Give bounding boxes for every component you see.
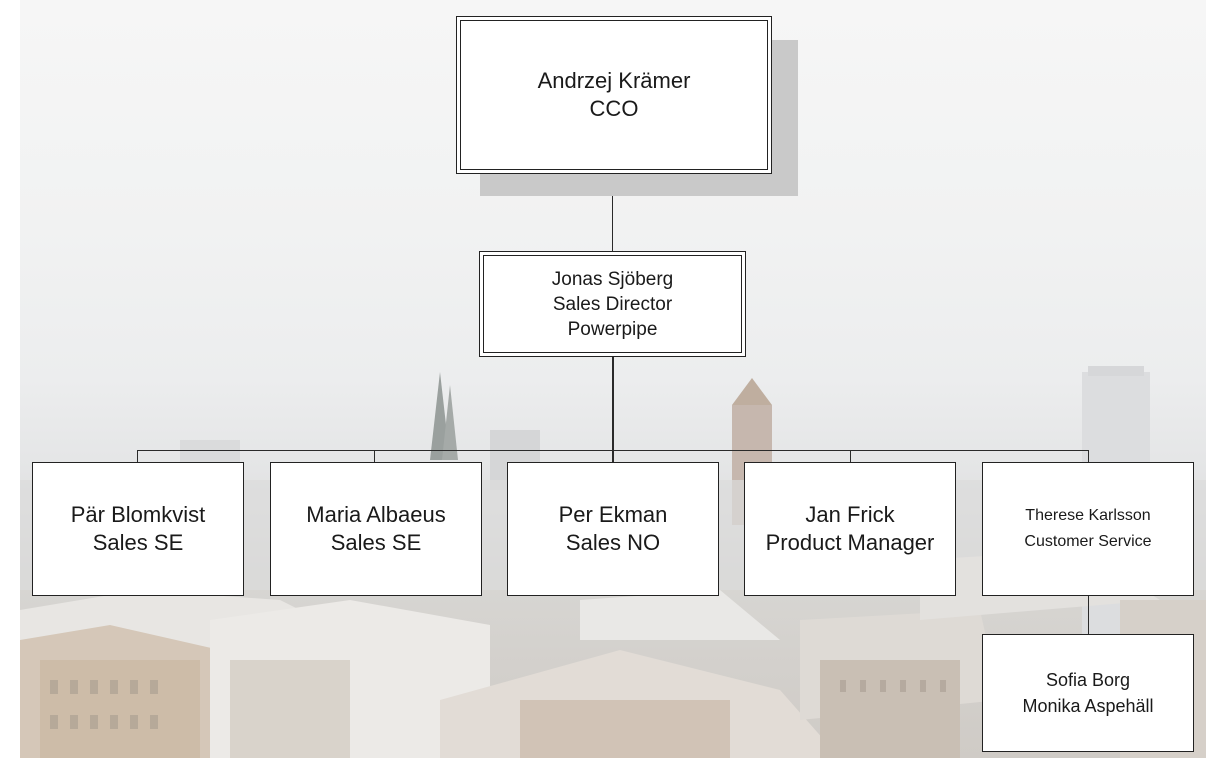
node-title: CCO bbox=[589, 96, 639, 121]
org-node-cco: Andrzej Krämer CCO bbox=[456, 16, 772, 174]
node-title: Sales Director bbox=[552, 293, 673, 315]
node-title: Sales SE bbox=[92, 530, 184, 555]
org-node-report: Maria Albaeus Sales SE bbox=[270, 462, 482, 596]
connector-drop-5 bbox=[1088, 450, 1089, 462]
node-title: Sales NO bbox=[565, 530, 661, 555]
connector-karlsson-subteam bbox=[1088, 596, 1089, 634]
node-name: Therese Karlsson bbox=[1025, 507, 1151, 524]
node-title: Customer Service bbox=[1024, 533, 1152, 550]
node-name: Pär Blomkvist bbox=[70, 502, 206, 527]
connector-root-director bbox=[612, 174, 613, 252]
org-node-report: Pär Blomkvist Sales SE bbox=[32, 462, 244, 596]
connector-director-bus bbox=[612, 356, 614, 462]
team-member: Monika Aspehäll bbox=[1022, 696, 1154, 716]
node-name: Jonas Sjöberg bbox=[551, 268, 674, 290]
node-title: Product Manager bbox=[765, 530, 935, 555]
org-node-report: Therese Karlsson Customer Service bbox=[982, 462, 1194, 596]
team-member: Sofia Borg bbox=[1045, 670, 1131, 690]
node-name: Jan Frick bbox=[805, 502, 895, 527]
left-margin bbox=[0, 0, 20, 758]
connector-drop-4 bbox=[850, 450, 851, 462]
org-node-subteam: Sofia Borg Monika Aspehäll bbox=[982, 634, 1194, 752]
org-node-sales-director: Jonas Sjöberg Sales Director Powerpipe bbox=[479, 251, 746, 357]
org-node-report: Per Ekman Sales NO bbox=[507, 462, 719, 596]
connector-drop-2 bbox=[374, 450, 375, 462]
node-name: Per Ekman bbox=[558, 502, 668, 527]
connector-horizontal-bus bbox=[137, 450, 1089, 451]
node-unit: Powerpipe bbox=[567, 318, 658, 340]
node-title: Sales SE bbox=[330, 530, 422, 555]
connector-drop-1 bbox=[137, 450, 138, 462]
org-node-report: Jan Frick Product Manager bbox=[744, 462, 956, 596]
node-name: Maria Albaeus bbox=[306, 502, 446, 527]
node-name: Andrzej Krämer bbox=[537, 68, 691, 93]
